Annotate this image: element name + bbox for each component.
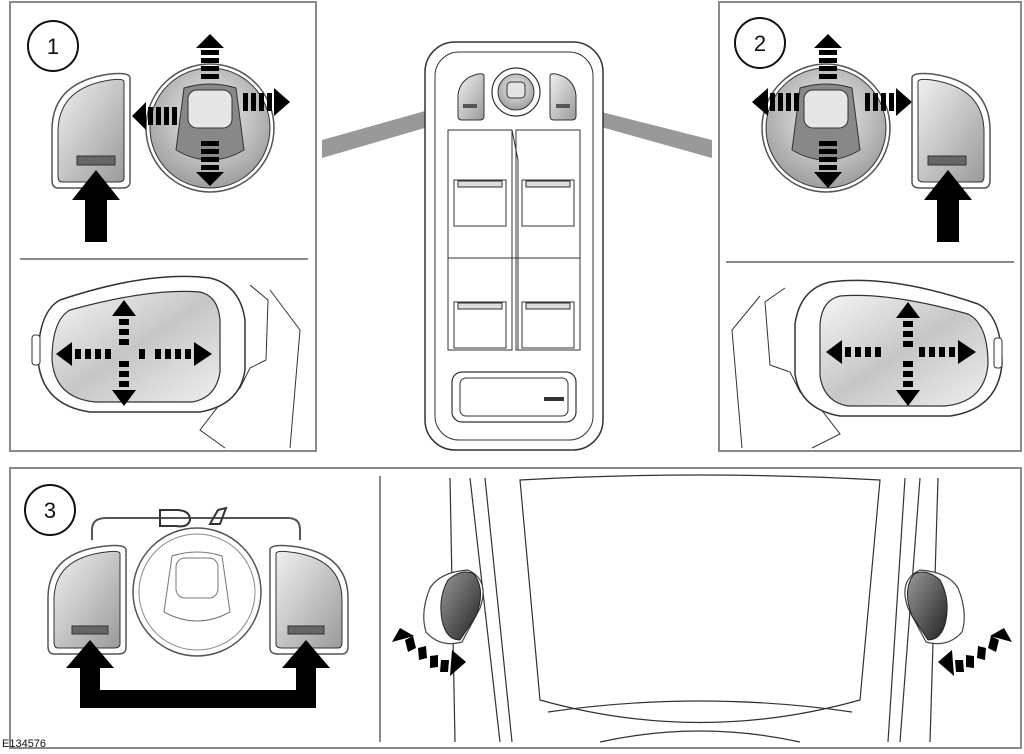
glass-direction-arrows-icon [826,302,976,406]
right-mirror-button [911,72,991,189]
fold-mirror-icon [159,506,228,528]
left-folded-mirror [423,569,484,645]
step-3-number: 3 [44,498,56,523]
direction-arrows-icon [752,34,912,188]
press-arrow-icon [924,170,972,242]
left-mirror-glass [31,275,301,449]
step-2-badge: 2 [734,17,786,69]
pack-right-mirror-button [549,73,577,121]
joystick [145,63,275,193]
step-1-number: 1 [47,34,59,59]
step-2-number: 2 [754,31,766,56]
door-switch-pack [322,41,712,451]
right-mirror-button [269,544,349,655]
right-mirror-glass [731,279,1003,449]
joystick [132,527,262,657]
fold-arrow-icon [392,628,466,676]
window-switches [447,129,581,351]
step-1-badge: 1 [27,20,79,72]
left-mirror-button [51,72,131,189]
pack-left-mirror-button [457,73,485,121]
left-mirror-button [47,544,127,655]
window-lock-switch [451,371,577,423]
panel-step-3: 3 [9,467,1022,749]
step-3-badge: 3 [24,484,76,536]
press-arrow-icon [72,170,120,242]
glass-direction-arrows-icon [56,300,212,406]
press-both-arrow-icon [66,640,330,708]
both-buttons-bracket [91,517,301,540]
right-folded-mirror [904,569,965,645]
panel-step-1: 1 [9,1,317,452]
panel-step-2: 2 [718,1,1022,452]
pack-joystick [491,67,541,117]
figure-id: E134576 [2,738,47,750]
direction-arrows-icon [132,34,290,186]
fold-arrow-icon [938,628,1012,676]
